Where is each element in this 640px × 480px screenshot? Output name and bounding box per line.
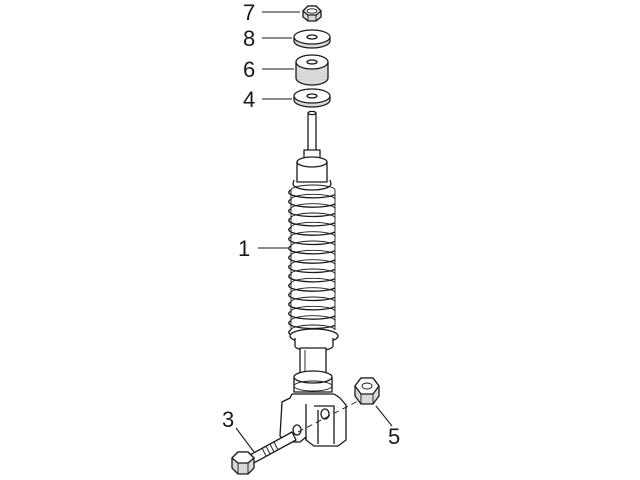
part-4-washer [293,88,331,108]
callout-5: 5 [388,424,400,449]
spring-coil-front [288,264,336,274]
spring-coil-back [290,296,336,303]
coil-spring [288,184,336,339]
spring-coil-front [288,282,336,292]
part-6-rubber-bush [295,54,329,86]
spring-coil-front [288,198,336,208]
callout-labels: 7 8 6 4 1 3 5 [222,0,400,449]
spring-coil-front [288,273,336,283]
spring-coil-back [290,193,336,200]
spring-coil-back [290,324,336,331]
spring-coil-back [290,259,336,265]
spring-coil-front [288,254,336,264]
part-8-washer [293,29,331,49]
part-5-nut [354,377,380,405]
callout-4: 4 [243,87,255,112]
spring-coil-back [290,249,336,256]
spring-coil-front [288,189,336,199]
spring-coil-back [290,184,336,191]
callout-1: 1 [238,236,250,261]
spring-coil-front [288,217,336,227]
spring-coil-front [288,320,336,330]
spring-coil-back [290,287,336,293]
spring-coil-front [288,236,336,246]
spring-coil-front [288,208,336,218]
spring-coil-front [288,245,336,255]
spring-coil-back [290,240,336,247]
part-3-bolt [231,399,361,475]
spring-coil-back [290,268,336,275]
spring-coil-back [290,212,336,219]
callout-6: 6 [243,57,255,82]
part-1-shock-absorber [279,110,347,447]
spring-coil-front [288,301,336,311]
spring-coil-back [290,277,336,284]
spring-coil-front [288,310,336,320]
spring-coil-back [290,221,336,228]
spring-coil-back [290,203,336,209]
callout-7: 7 [243,0,255,25]
part-7-nut [302,5,322,22]
callout-3: 3 [222,407,234,432]
callout-8: 8 [243,26,255,51]
spring-coil-front [288,226,336,236]
spring-coil-back [290,305,336,312]
spring-coil-back [290,315,336,321]
spring-coil-front [288,292,336,302]
spring-coil-back [290,231,336,237]
leader-lines [235,11,393,453]
